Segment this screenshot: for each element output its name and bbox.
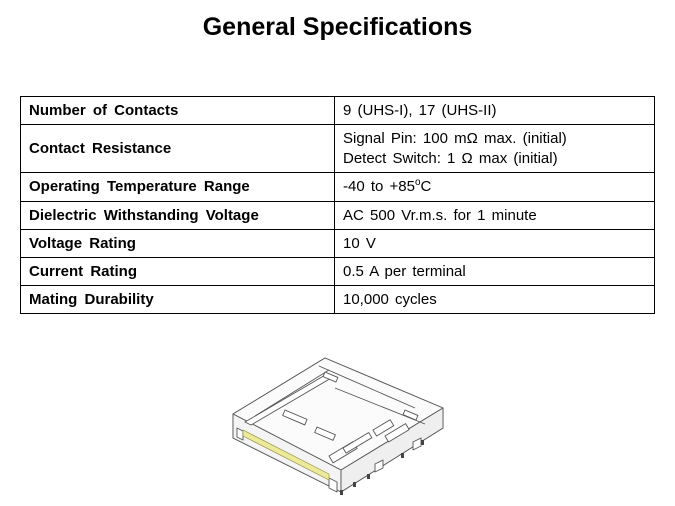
temperature-unit: C — [420, 178, 432, 195]
specifications-table: Number of Contacts 9 (UHS-I), 17 (UHS-II… — [20, 96, 655, 314]
spec-label: Dielectric Withstanding Voltage — [20, 201, 335, 230]
spec-value: AC 500 Vr.m.s. for 1 minute — [334, 201, 655, 230]
spec-value: 9 (UHS-I), 17 (UHS-II) — [334, 96, 655, 125]
spec-label: Voltage Rating — [20, 229, 335, 258]
spec-label: Operating Temperature Range — [20, 172, 335, 202]
table-row: Number of Contacts 9 (UHS-I), 17 (UHS-II… — [20, 96, 655, 125]
spec-value-line: Detect Switch: 1 Ω max (initial) — [343, 149, 558, 167]
spec-label: Number of Contacts — [20, 96, 335, 125]
spec-value: 0.5 A per terminal — [334, 257, 655, 286]
table-row: Contact Resistance Signal Pin: 100 mΩ ma… — [20, 124, 655, 173]
spec-label: Contact Resistance — [20, 124, 335, 173]
spec-value: 10,000 cycles — [334, 285, 655, 314]
spec-value-line: Signal Pin: 100 mΩ max. (initial) — [343, 129, 567, 147]
table-row: Voltage Rating 10 V — [20, 229, 655, 258]
spec-label: Mating Durability — [20, 285, 335, 314]
spec-value: Signal Pin: 100 mΩ max. (initial) Detect… — [334, 124, 655, 173]
slide-title: General Specifications — [202, 13, 473, 41]
temperature-range: -40 to +85 — [343, 178, 415, 195]
table-row: Dielectric Withstanding Voltage AC 500 V… — [20, 201, 655, 230]
card-connector-image — [232, 357, 444, 495]
spec-label: Current Rating — [20, 257, 335, 286]
spec-value: -40 to +85oC — [334, 172, 655, 202]
table-row: Mating Durability 10,000 cycles — [20, 285, 655, 314]
spec-value: 10 V — [334, 229, 655, 258]
degree-sign: o — [414, 177, 421, 188]
table-row: Current Rating 0.5 A per terminal — [20, 257, 655, 286]
table-row: Operating Temperature Range -40 to +85oC — [20, 172, 655, 202]
